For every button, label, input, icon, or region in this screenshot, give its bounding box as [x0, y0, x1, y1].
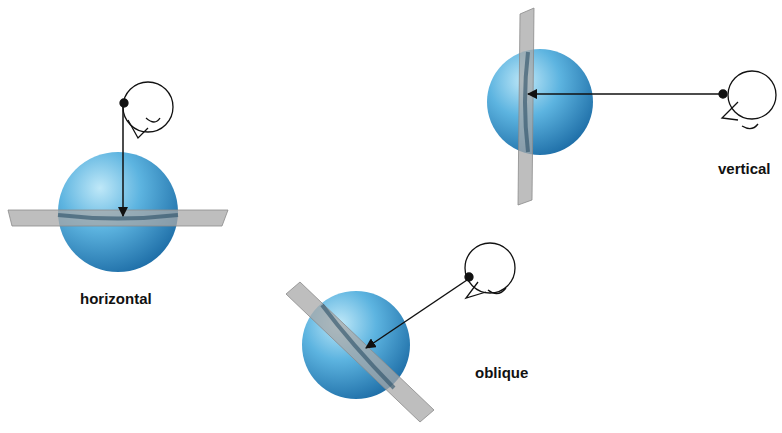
observer-head: [120, 82, 173, 138]
sphere: [487, 49, 593, 155]
section-plane: [518, 8, 534, 205]
view-label: horizontal: [80, 290, 152, 307]
vertical-figure: [487, 8, 776, 205]
section-plane: [8, 210, 228, 226]
section-plane: [286, 282, 434, 422]
view-label: oblique: [475, 364, 528, 381]
oblique-figure: [286, 243, 515, 422]
view-arrow: [122, 106, 124, 216]
view-arrow: [366, 280, 467, 348]
view-label: vertical: [718, 160, 771, 177]
horizontal-figure: [8, 82, 228, 272]
observer-head: [465, 243, 515, 298]
observer-head: [719, 71, 776, 129]
view-arrow: [528, 93, 720, 95]
